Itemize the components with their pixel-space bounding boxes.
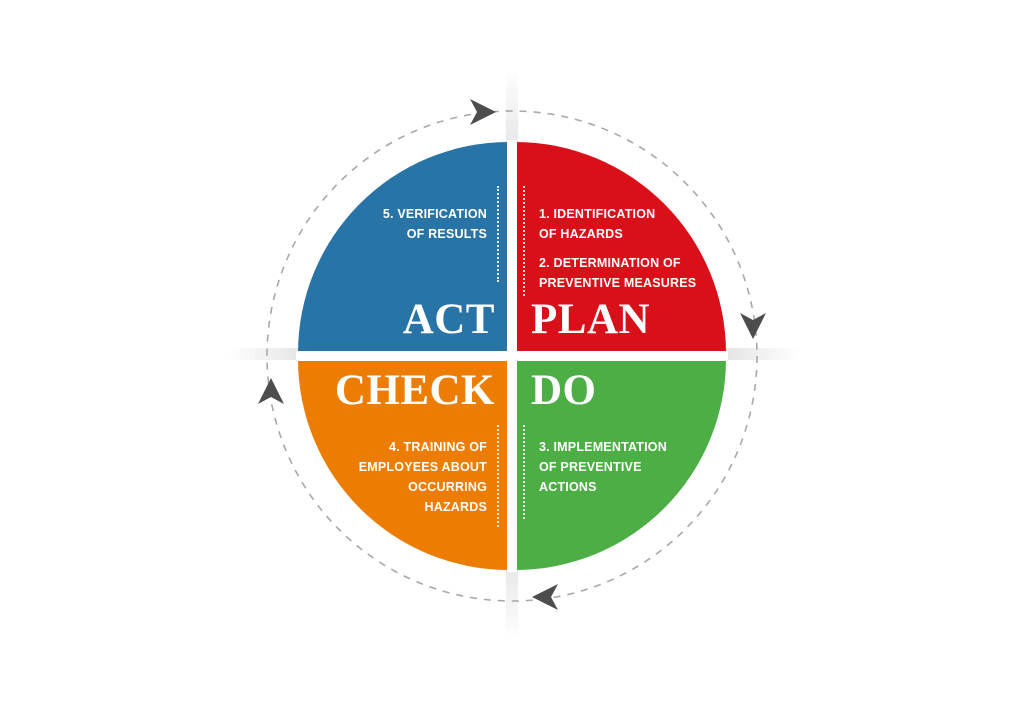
quadrant-act[interactable]: 5. VERIFICATION OF RESULTS ACT <box>298 142 509 353</box>
arrow-bottom-icon <box>532 584 558 610</box>
check-item-4-line-3: OCCURRING <box>408 480 487 494</box>
quadrant-plan[interactable]: 1. IDENTIFICATION OF HAZARDS 2. DETERMIN… <box>515 142 726 353</box>
check-item-4-line-2: EMPLOYEES ABOUT <box>358 460 487 474</box>
plan-item-1-line-2: OF HAZARDS <box>539 227 623 241</box>
check-title: CHECK <box>334 367 495 414</box>
plan-item-1-line-1: 1. IDENTIFICATION <box>539 207 656 221</box>
do-dotted-guide <box>523 425 527 519</box>
quadrant-do[interactable]: DO 3. IMPLEMENTATION OF PREVENTIVE ACTIO… <box>515 359 726 570</box>
plan-title: PLAN <box>531 296 651 343</box>
check-item-4-line-1: 4. TRAINING OF <box>389 440 487 454</box>
act-item-5-line-2: OF RESULTS <box>406 227 487 241</box>
act-item-5: 5. VERIFICATION OF RESULTS <box>327 204 487 244</box>
plan-items: 1. IDENTIFICATION OF HAZARDS 2. DETERMIN… <box>539 204 715 293</box>
check-item-4-line-4: HAZARDS <box>424 500 487 514</box>
check-items: 4. TRAINING OF EMPLOYEES ABOUT OCCURRING… <box>327 437 487 517</box>
arrow-left-icon <box>258 378 284 404</box>
plan-item-2-line-1: 2. DETERMINATION OF <box>539 256 681 270</box>
quadrant-divider-horizontal <box>296 351 728 361</box>
plan-item-2-line-2: PREVENTIVE MEASURES <box>539 276 697 290</box>
act-dotted-guide <box>497 186 501 282</box>
do-item-3: 3. IMPLEMENTATION OF PREVENTIVE ACTIONS <box>539 437 707 497</box>
arrow-right-icon <box>740 313 766 339</box>
act-item-5-line-1: 5. VERIFICATION <box>382 207 487 221</box>
do-items: 3. IMPLEMENTATION OF PREVENTIVE ACTIONS <box>539 437 707 497</box>
do-item-3-line-1: 3. IMPLEMENTATION <box>539 440 667 454</box>
check-dotted-guide <box>497 425 501 527</box>
arrow-top-icon <box>470 99 496 125</box>
do-item-3-line-2: OF PREVENTIVE <box>539 460 642 474</box>
pdca-wheel: 5. VERIFICATION OF RESULTS ACT 1. IDENTI… <box>296 140 728 572</box>
plan-item-2: 2. DETERMINATION OF PREVENTIVE MEASURES <box>539 253 715 293</box>
act-title: ACT <box>402 296 495 343</box>
do-title: DO <box>531 367 597 414</box>
do-item-3-line-3: ACTIONS <box>539 480 597 494</box>
quadrant-check[interactable]: CHECK 4. TRAINING OF EMPLOYEES ABOUT OCC… <box>298 359 509 570</box>
plan-item-1: 1. IDENTIFICATION OF HAZARDS <box>539 204 715 244</box>
plan-dotted-guide <box>523 186 527 296</box>
act-items: 5. VERIFICATION OF RESULTS <box>327 204 487 244</box>
check-item-4: 4. TRAINING OF EMPLOYEES ABOUT OCCURRING… <box>327 437 487 517</box>
